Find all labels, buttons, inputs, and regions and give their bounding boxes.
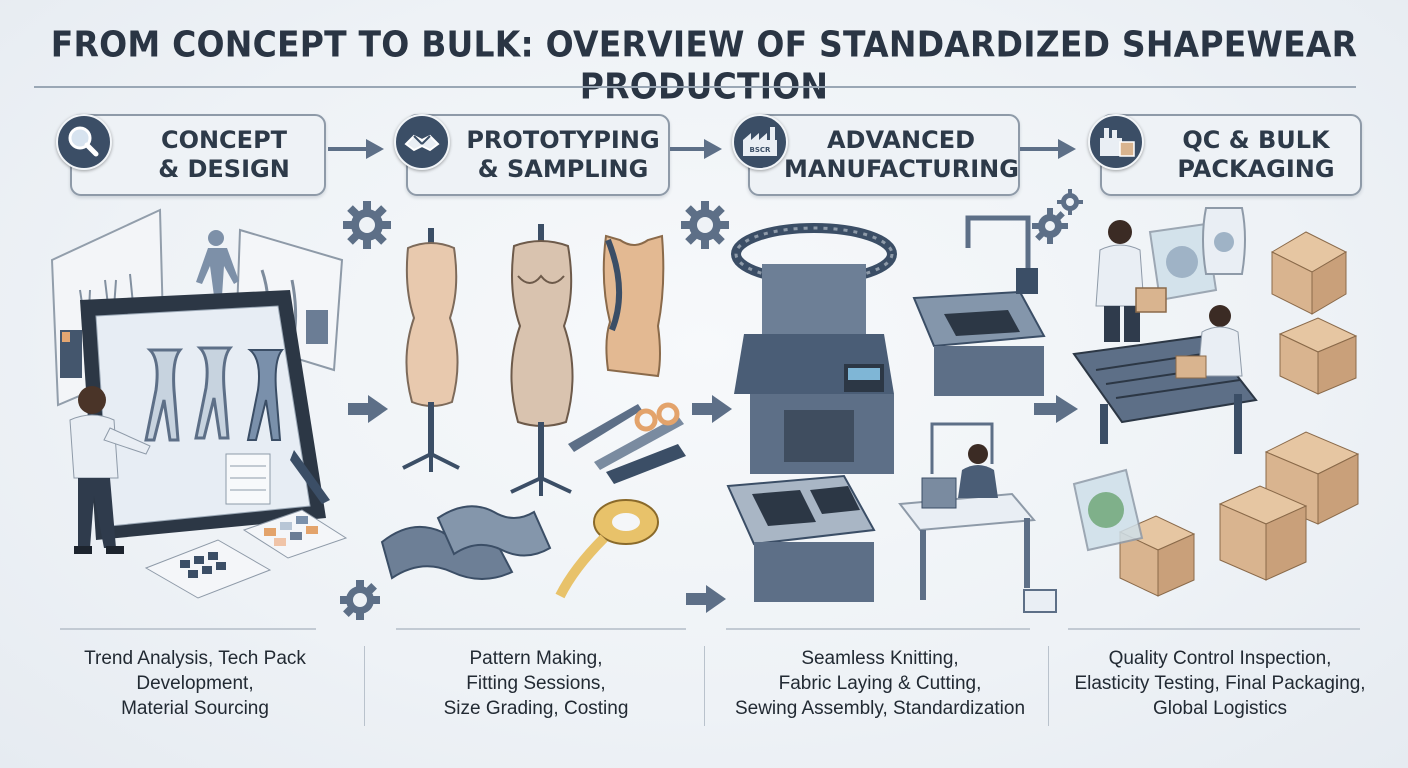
garment-sample xyxy=(602,234,665,378)
caption-manufacturing: Seamless Knitting, Fabric Laying & Cutti… xyxy=(734,648,1026,719)
poly-bag xyxy=(1202,207,1246,275)
transparent-package xyxy=(1072,468,1144,552)
design-illustration xyxy=(50,208,348,599)
step-box-prototyping: PROTOTYPING & SAMPLING xyxy=(406,114,670,196)
caption-divider xyxy=(396,628,686,630)
fabric-pieces xyxy=(380,505,552,580)
prototyping-illustration xyxy=(380,224,686,599)
caption-divider xyxy=(60,628,316,630)
cardboard-box xyxy=(1135,287,1167,313)
measuring-tape xyxy=(555,499,659,599)
arrow-icon xyxy=(692,395,732,423)
cardboard-box xyxy=(1218,485,1308,581)
step-title-prototyping: PROTOTYPING & SAMPLING xyxy=(466,126,660,183)
designer-figure xyxy=(69,386,151,554)
column-separator xyxy=(364,646,365,726)
transparent-package xyxy=(1148,222,1218,302)
caption-divider xyxy=(1068,628,1360,630)
step-title-manufacturing: ADVANCED MANUFACTURING xyxy=(784,126,1019,183)
gear-icon xyxy=(343,201,391,249)
gear-icon xyxy=(681,201,729,249)
arrow-icon xyxy=(328,139,384,159)
step-title-concept: CONCEPT & DESIGN xyxy=(158,126,290,183)
drawing-tablet xyxy=(80,290,330,540)
magnifier-icon xyxy=(56,114,112,170)
cutting-table xyxy=(912,215,1046,396)
cutting-table xyxy=(726,474,876,602)
cardboard-box xyxy=(1270,231,1348,315)
manufacturing-illustration xyxy=(726,215,1057,613)
sewing-tools xyxy=(568,402,686,484)
color-swatch-card xyxy=(144,539,272,599)
step-box-manufacturing: ADVANCED MANUFACTURING xyxy=(748,114,1020,196)
packer-figure xyxy=(1175,305,1243,379)
color-swatch-card xyxy=(242,509,348,559)
caption-divider xyxy=(726,628,1030,630)
arrow-icon xyxy=(1020,139,1076,159)
sewing-station xyxy=(898,422,1037,600)
factory-icon: BSCR xyxy=(732,114,788,170)
caption-prototyping: Pattern Making, Fitting Sessions, Size G… xyxy=(443,648,629,719)
title-divider xyxy=(34,86,1356,88)
step-box-concept: CONCEPT & DESIGN xyxy=(70,114,326,196)
knitting-machine xyxy=(731,223,897,474)
gear-icon xyxy=(340,580,380,620)
inspector-figure xyxy=(1095,220,1145,342)
handshake-icon xyxy=(394,114,450,170)
factory-box-icon xyxy=(1088,114,1144,170)
step-box-qc: QC & BULK PACKAGING xyxy=(1100,114,1362,196)
factory-label: BSCR xyxy=(750,146,772,154)
arrow-icon xyxy=(1034,395,1078,423)
step-title-qc: QC & BULK PACKAGING xyxy=(1177,126,1335,183)
page-title: FROM CONCEPT TO BULK: OVERVIEW OF STANDA… xyxy=(50,22,1358,108)
column-separator xyxy=(704,646,705,726)
mannequin xyxy=(510,224,574,496)
tool-box xyxy=(1023,589,1057,613)
caption-qc: Quality Control Inspection, Elasticity T… xyxy=(1074,648,1366,719)
packaging-illustration xyxy=(1072,207,1360,597)
figure-3d xyxy=(196,230,239,296)
cardboard-box xyxy=(1278,317,1358,395)
arrow-icon xyxy=(686,585,726,613)
caption-concept: Trend Analysis, Tech Pack Development, M… xyxy=(84,648,306,719)
arrow-icon xyxy=(670,139,722,159)
mannequin xyxy=(402,228,460,472)
arrow-icon xyxy=(348,395,388,423)
column-separator xyxy=(1048,646,1049,726)
gear-icon xyxy=(1032,189,1083,244)
